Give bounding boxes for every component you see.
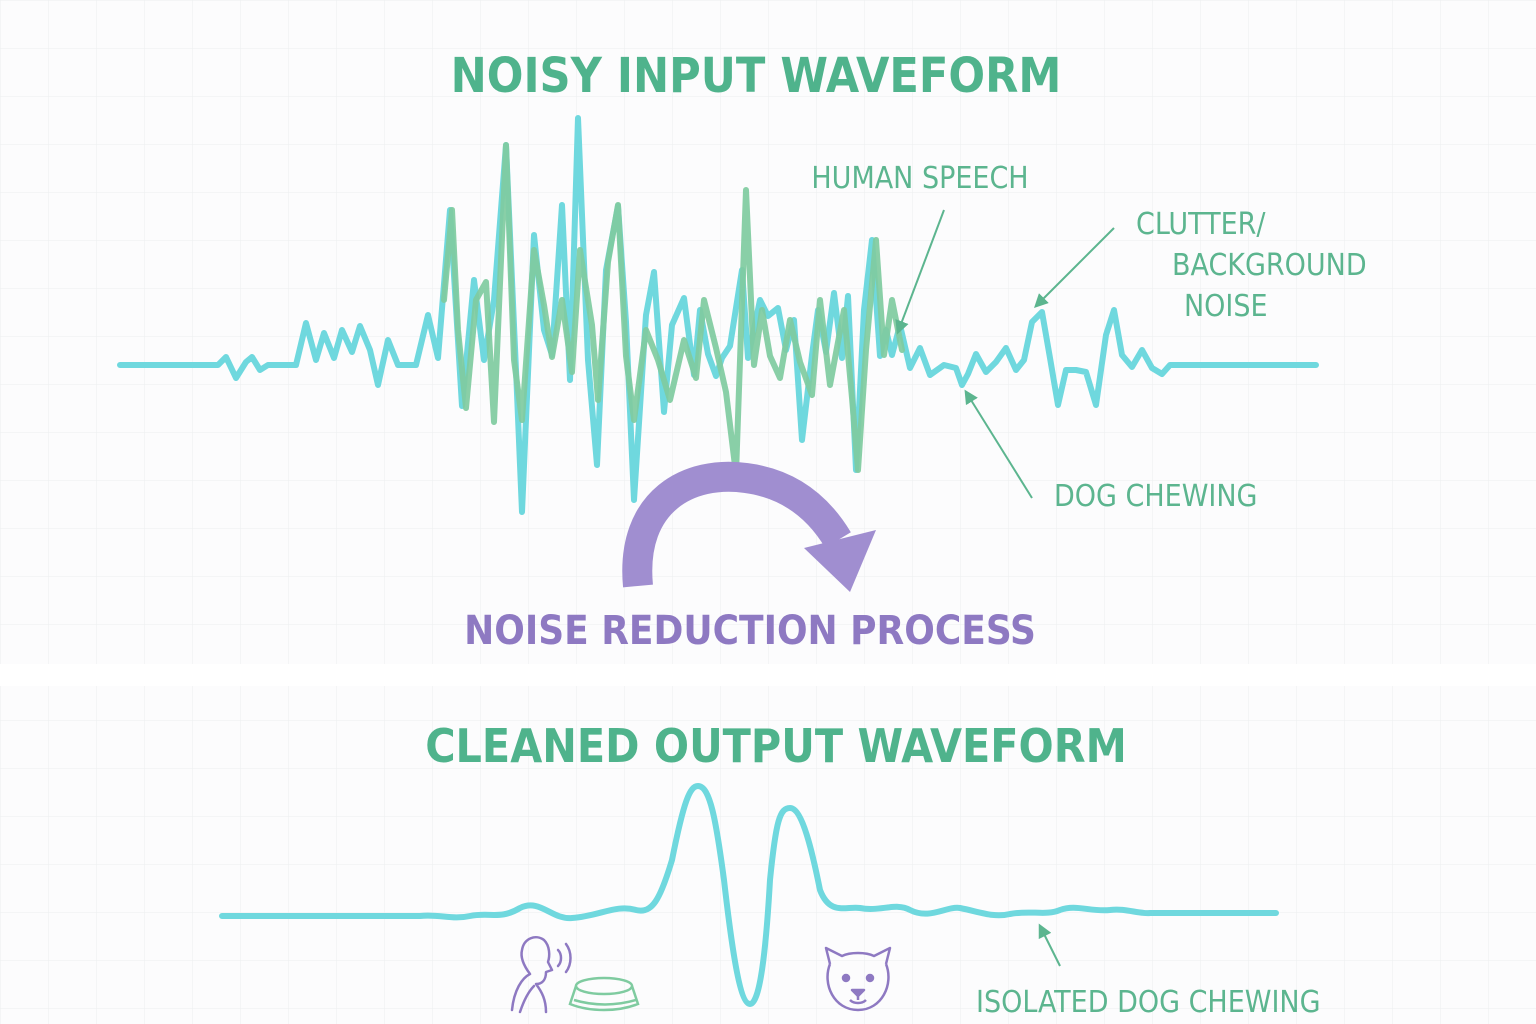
person-speaking-icon <box>510 936 572 1014</box>
isolated-dog-chewing-label: ISOLATED DOG CHEWING <box>976 985 1321 1020</box>
clutter-pointer <box>1034 227 1115 308</box>
panel-divider <box>0 664 1536 686</box>
cleaned-waveform-title: CLEANED OUTPUT WAVEFORM <box>425 719 1127 773</box>
human-speech-pointer <box>895 209 945 335</box>
dog-chewing-pointer <box>964 389 1033 499</box>
clutter-label-line3: NOISE <box>1184 289 1268 324</box>
isolated-dog-chewing-pointer <box>1038 923 1061 967</box>
bottom-panel-grid <box>0 686 1536 1024</box>
noisy-waveform-speech-line <box>117 115 1319 515</box>
human-speech-label: HUMAN SPEECH <box>811 161 1028 196</box>
noisy-waveform-noise-line <box>441 142 905 477</box>
dog-bowl-icon <box>568 976 640 1012</box>
noisy-waveform-title: NOISY INPUT WAVEFORM <box>451 48 1062 104</box>
dog-chewing-label: DOG CHEWING <box>1054 479 1257 514</box>
cleaned-waveform-line <box>219 783 1279 1007</box>
clutter-label-line1: CLUTTER/ <box>1136 207 1266 242</box>
noise-reduction-label: NOISE REDUCTION PROCESS <box>464 608 1036 654</box>
curved-arrow-icon <box>622 461 876 592</box>
clutter-label-line2: BACKGROUND <box>1172 248 1367 283</box>
dog-face-icon <box>824 946 892 1012</box>
